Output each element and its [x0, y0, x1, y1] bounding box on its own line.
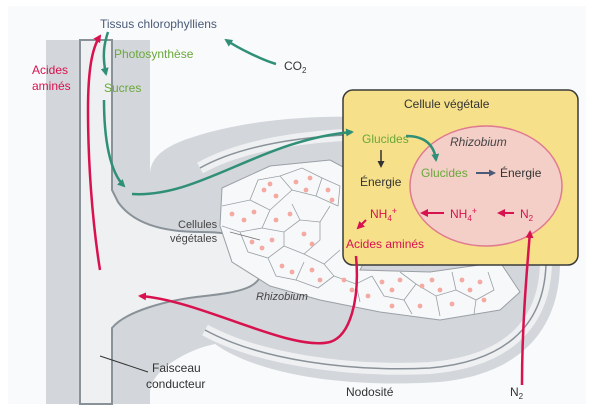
glucides-cell-label: Glucides: [362, 132, 409, 146]
sucres-label: Sucres: [104, 81, 141, 95]
acides-label-line2: aminés: [32, 79, 71, 93]
acides-label-line1: Acides: [32, 63, 68, 77]
faisceau-label-line2: conducteur: [146, 377, 205, 391]
acides-amines-cell-label: Acides aminés: [346, 237, 424, 251]
faisceau-label-line1: Faisceau: [152, 361, 201, 375]
nodosite-label: Nodosité: [346, 385, 394, 399]
rhizobium-bacteroid-label: Rhizobium: [450, 135, 507, 149]
rhizobium-nodule-label: Rhizobium: [256, 291, 308, 303]
cellules-label-line2: végétales: [170, 233, 218, 245]
photosynthese-label: Photosynthèse: [114, 47, 194, 61]
energie-cell-label: Énergie: [360, 174, 402, 189]
energie-bact-label: Énergie: [500, 165, 542, 180]
glucides-bact-label: Glucides: [421, 166, 468, 180]
cellules-label-line1: Cellules: [178, 219, 218, 231]
cellule-vegetale-label: Cellule végétale: [404, 97, 490, 111]
tissus-label: Tissus chlorophylliens: [100, 17, 217, 31]
